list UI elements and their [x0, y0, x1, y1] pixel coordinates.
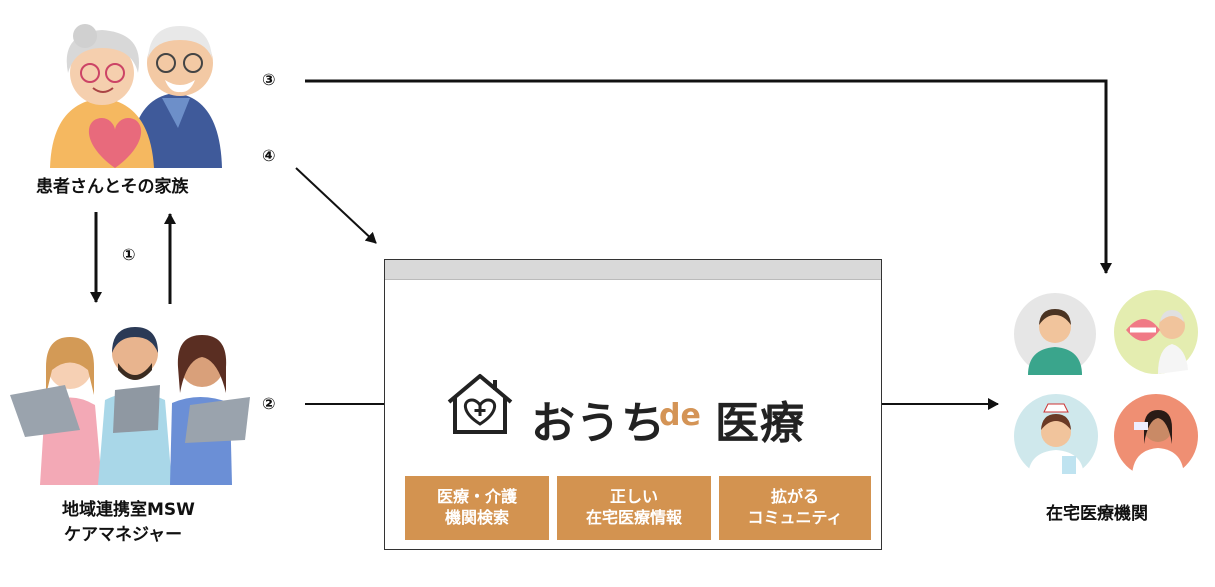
dentist-icon	[1114, 290, 1198, 374]
step-two-number: ②	[262, 394, 276, 413]
institutions-label: 在宅医療機関	[1046, 504, 1148, 524]
menu-button-line1: 正しい	[609, 487, 658, 507]
arrow-patients-to-institutions	[305, 79, 1112, 274]
step-one-number: ①	[122, 245, 136, 264]
house-heart-icon	[443, 372, 517, 436]
arrow-patients-to-site	[295, 167, 377, 244]
logo-kanji-text: 医療	[715, 398, 805, 449]
menu-button-line2: 在宅医療情報	[585, 508, 682, 527]
browser-title-bar	[385, 260, 881, 280]
logo-de-text: de	[659, 398, 701, 433]
step-three-number: ③	[262, 70, 276, 89]
doctor-icon	[1014, 293, 1096, 375]
website-mockup: おうち de 医療 医療・介護 機関検索 正しい 在宅医療情報 拡がる コミュニ…	[384, 259, 882, 550]
step-four-number: ④	[262, 146, 276, 165]
nurse-icon	[1014, 394, 1098, 478]
staff-label-line2: ケアマネジャー	[64, 525, 183, 545]
logo-main-text: おうち	[531, 398, 666, 449]
menu-button-facility-search[interactable]: 医療・介護 機関検索	[405, 476, 549, 540]
elderly-couple-icon	[50, 18, 225, 168]
pharmacist-icon	[1114, 394, 1198, 478]
menu-button-line2: 機関検索	[444, 508, 509, 527]
patients-label: 患者さんとその家族	[36, 177, 189, 197]
menu-button-line1: 医療・介護	[436, 487, 517, 507]
care-staff-icon	[10, 315, 255, 485]
staff-label-line1: 地域連携室MSW	[62, 500, 195, 520]
menu-button-home-care-info[interactable]: 正しい 在宅医療情報	[557, 476, 711, 540]
menu-button-community[interactable]: 拡がる コミュニティ	[719, 476, 871, 540]
menu-button-line2: コミュニティ	[747, 508, 843, 527]
menu-button-line1: 拡がる	[770, 487, 819, 507]
